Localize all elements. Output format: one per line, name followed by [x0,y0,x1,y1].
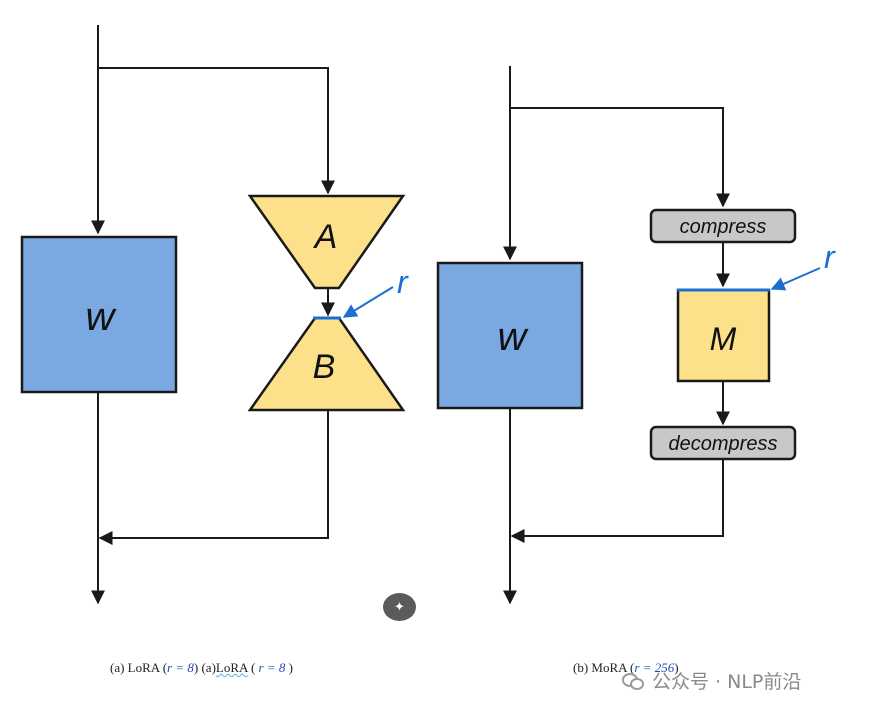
caption-mora-prefix: (b) MoRA ( [573,660,635,675]
caption-lora: (a) LoRA (r = 8) (a)LoRA ( r = 8 ) [110,660,293,676]
magic-wand-icon: ✦ [394,599,405,614]
caption-lora-rank: r = 8 [167,660,194,675]
watermark: 公众号 · NLP前沿 [622,667,801,694]
caption-lora-mid: ) (a) [193,660,216,675]
mora-rank-label: r [824,239,836,275]
caption-lora-duplicate-rank: r = 8 [258,660,286,675]
lora-w-block [20,235,178,394]
mora-decompress-merge-arrow [510,460,724,543]
lora-w-label: w [86,295,118,339]
mora-decompress-label: decompress [669,433,778,455]
caption-lora-dup-open: ( [247,660,259,675]
caption-lora-duplicate-name: LoRA [215,660,248,675]
lora-a-label: A [313,218,338,256]
lora-a-trapezoid [247,194,406,290]
mora-m-label: M [710,321,737,357]
caption-mora-suffix: ) [674,660,679,675]
caption-lora-prefix: (a) LoRA ( [110,660,168,675]
watermark-text: 公众号 · NLP前沿 [652,671,802,693]
caption-mora-rank: r = 256 [634,660,675,675]
mora-decompress-box [649,425,797,461]
lora-b-merge-arrow [98,410,329,545]
mora-diagram [503,66,730,605]
lora-rank-label: r [397,264,409,300]
lora-diagram [91,25,335,605]
mora-compress-box [649,208,797,244]
lora-b-label: B [313,348,336,386]
lora-rank-pointer-arrow [342,286,394,318]
mora-rank-pointer-arrow [770,267,821,291]
mora-w-label: w [498,315,530,359]
caption-mora: (b) MoRA (r = 256) [573,660,679,676]
lora-branch-line [98,67,335,195]
magic-wand-button[interactable]: ✦ [383,593,416,621]
mora-compress-label: compress [680,216,767,238]
wechat-icon [622,672,644,690]
mora-w-block [436,261,584,410]
caption-lora-dup-close: ) [285,660,293,675]
mora-branch-line [510,107,730,208]
